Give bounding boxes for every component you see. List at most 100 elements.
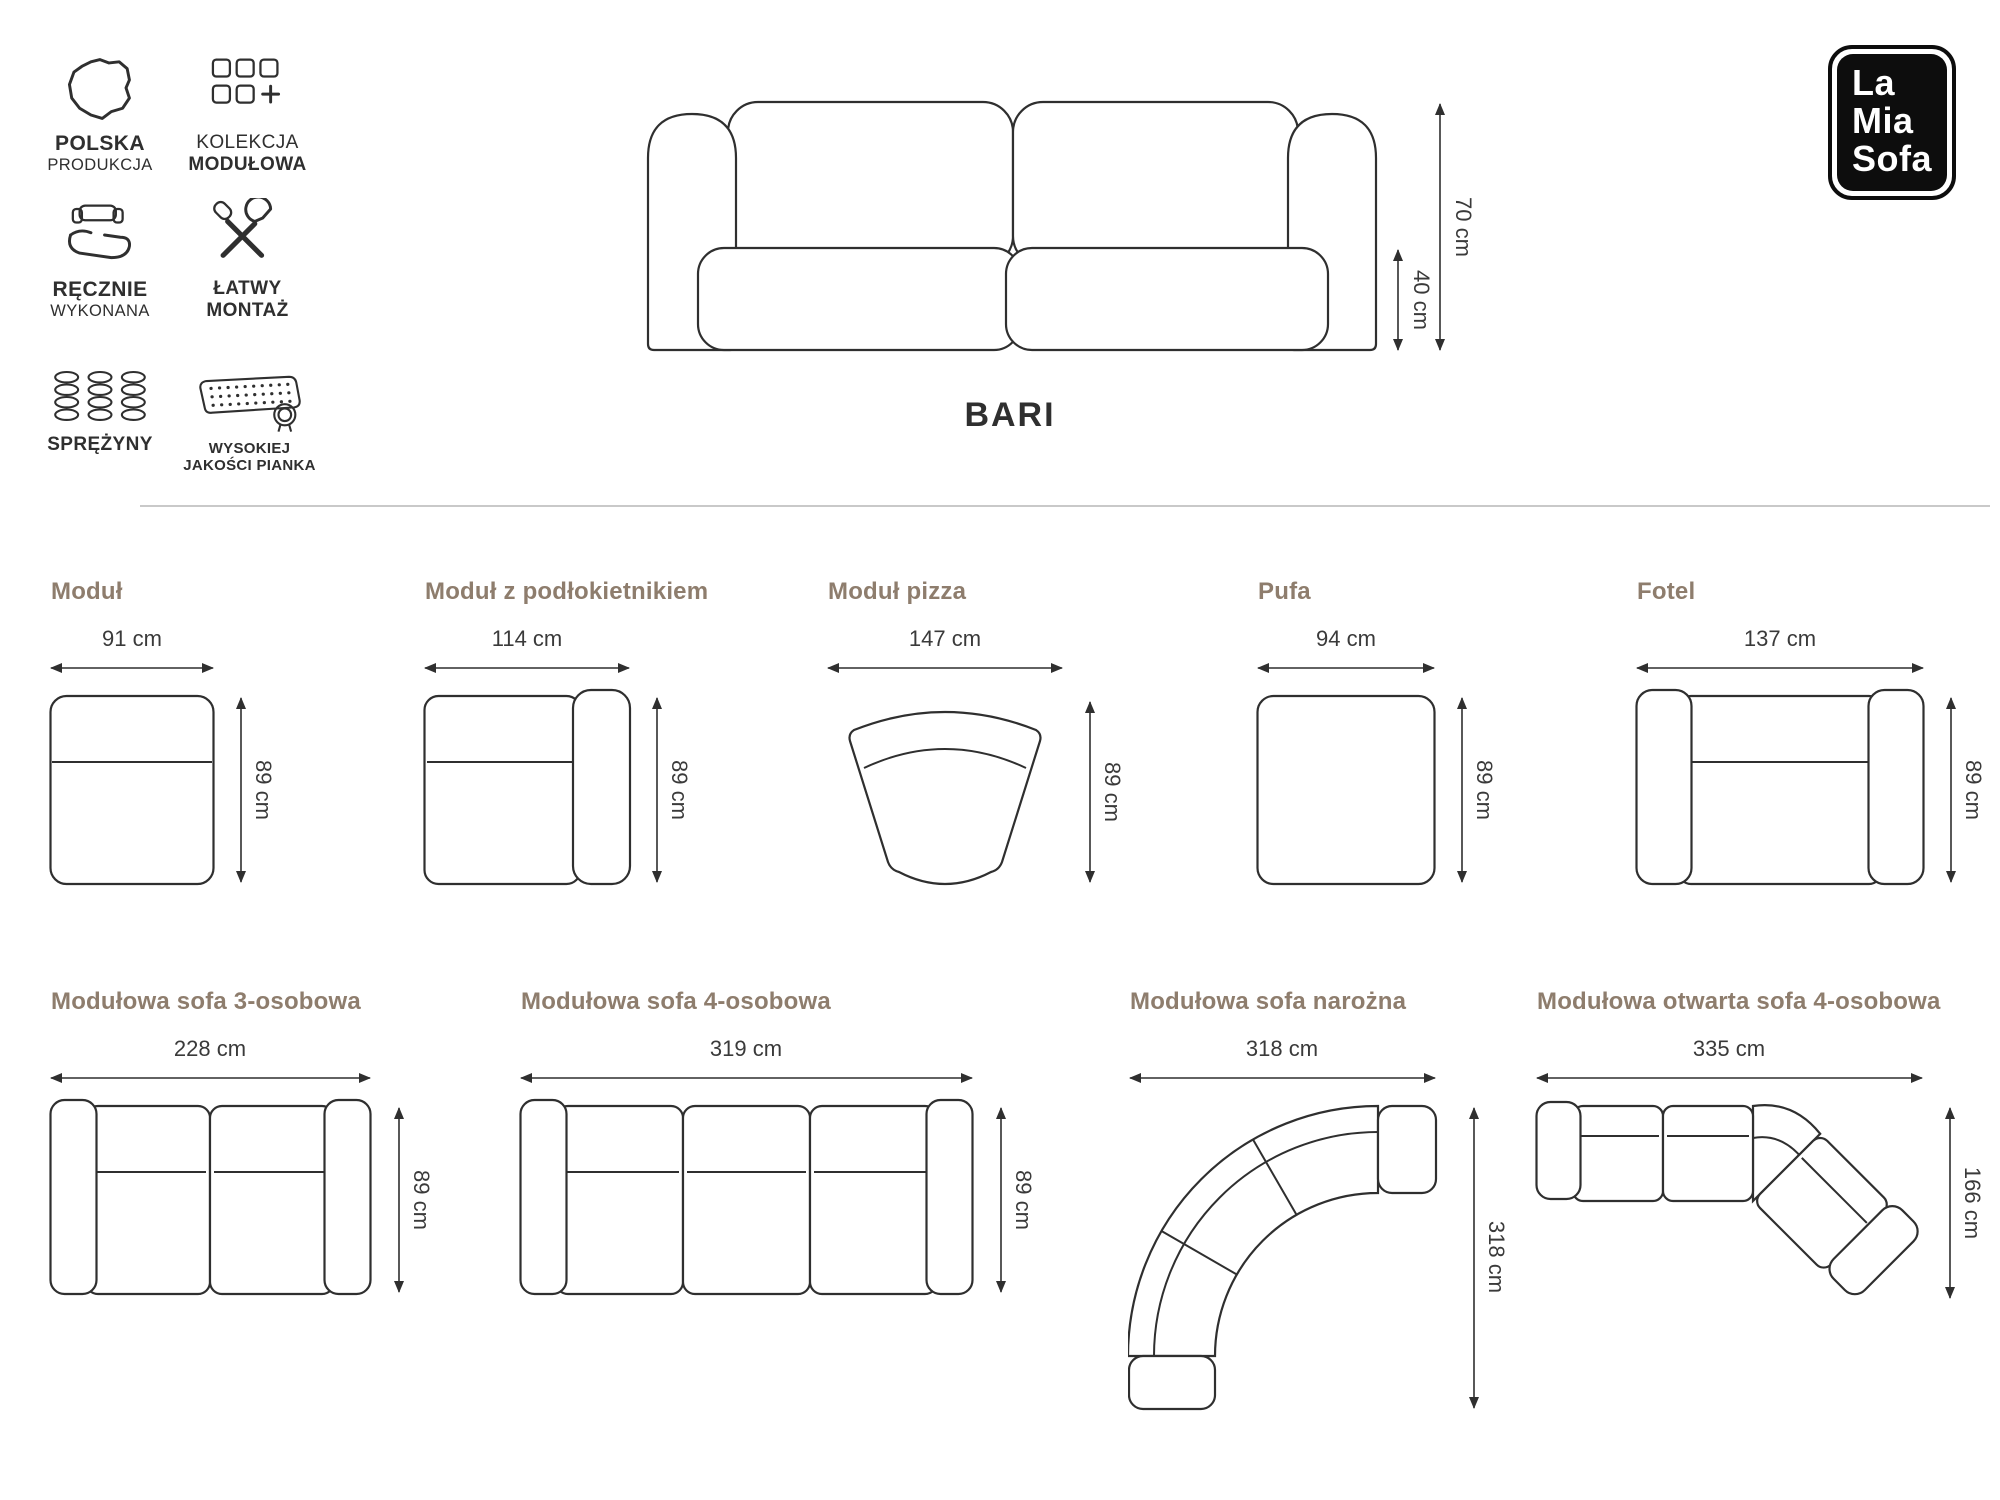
depth-label: 89 cm [1472,760,1497,820]
depth-dimension: 89 cm [236,697,276,883]
module-card-modul-pizza: Moduł pizza 147 cm 89 cm [826,578,1141,901]
seat-height-dimension: 40 cm [1393,249,1434,351]
corner-sofa-top-view-drawing [1126,1104,1438,1411]
width-label: 94 cm [1316,626,1376,651]
high-quality-foam-icon [198,375,301,432]
depth-label: 89 cm [1100,762,1125,822]
logo-line-3: Sofa [1852,137,1933,179]
end-module [1127,1354,1217,1411]
feature-recznie-wykonana: RĘCZNIE WYKONANA [25,198,175,321]
width-label: 318 cm [1246,1036,1318,1061]
module-card-pufa: Pufa 94 cm 89 cm [1256,578,1511,901]
armrest [571,688,632,886]
depth-dimension: 89 cm [1457,697,1497,883]
width-label: 335 cm [1693,1036,1765,1061]
depth-label: 318 cm [1484,1221,1509,1293]
config-title: Modułowa otwarta sofa 4-osobowa [1537,988,1941,1015]
depth-dimension: 89 cm [996,1107,1036,1293]
armrest [323,1098,372,1296]
width-dimension: 147 cm [827,626,1063,673]
modular-collection-icon [211,58,280,104]
depth-dimension: 89 cm [1946,697,1986,883]
width-label: 114 cm [492,626,563,651]
logo-line-1: La [1852,62,1896,103]
armrest [519,1098,568,1296]
easy-assembly-tools-icon [212,198,272,258]
depth-label: 89 cm [1011,1170,1036,1230]
feature-title: WYSOKIEJ [208,440,291,457]
module-top-view-drawing [1635,688,1925,886]
config-card-otwarta-sofa-4-osobowa: Modułowa otwarta sofa 4-osobowa 335 cm 1… [1535,988,1985,1331]
springs-icon [54,370,146,421]
module-card-fotel: Fotel 137 cm 89 cm [1635,578,2000,901]
config-title: Modułowa sofa 4-osobowa [521,988,831,1015]
config-card-sofa-4-osobowa: Modułowa sofa 4-osobowa 319 cm 89 cm [519,988,1054,1321]
armrest [1867,688,1925,886]
armrest [1635,688,1693,886]
feature-title: RĘCZNIE [52,278,148,301]
depth-label: 89 cm [1961,760,1986,820]
width-label: 91 cm [102,626,162,651]
product-title: BARI [964,396,1056,434]
total-height-label: 70 cm [1451,197,1476,257]
depth-dimension: 166 cm [1945,1107,1985,1299]
feature-title: KOLEKCJA [196,132,299,153]
module-top-view-drawing [848,710,1042,886]
depth-label: 89 cm [409,1170,434,1230]
brand-logo: La Mia Sofa [1828,45,1957,201]
armrest [925,1098,974,1296]
divider [140,505,1990,507]
module-title: Pufa [1258,578,1311,605]
feature-subtitle: MONTAŻ [206,300,289,321]
feature-subtitle: WYKONANA [50,302,150,320]
feature-polska-produkcja: POLSKA PRODUKCJA [25,52,175,175]
width-dimension: 228 cm [50,1036,371,1083]
width-dimension: 114 cm [424,626,630,673]
config-card-sofa-narozna: Modułowa sofa narożna 318 cm 318 cm [1126,988,1528,1451]
corner-wedge [1751,1104,1822,1204]
width-dimension: 137 cm [1636,626,1924,673]
total-height-dimension: 70 cm [1435,103,1476,351]
module-title: Moduł z podłokietnikiem [425,578,709,605]
width-label: 319 cm [710,1036,782,1061]
depth-dimension: 89 cm [394,1107,434,1293]
end-module [1376,1104,1438,1195]
module-top-view-drawing [423,688,632,886]
sofa-top-view-drawing [519,1098,974,1296]
armrest [49,1098,98,1296]
module-top-view-drawing [1256,694,1436,886]
feature-subtitle: PRODUKCJA [47,156,153,174]
width-dimension: 335 cm [1536,1036,1923,1083]
feature-title: ŁATWY [213,278,282,299]
width-label: 228 cm [174,1036,246,1061]
logo-line-2: Mia [1852,99,1914,141]
width-dimension: 94 cm [1257,626,1435,673]
depth-label: 89 cm [251,760,276,820]
width-dimension: 91 cm [50,626,214,673]
module-card-modul-z-podlokietnikiem: Moduł z podłokietnikiem 114 cm 89 cm [423,578,708,901]
depth-label: 166 cm [1960,1167,1985,1239]
sofa-top-view-drawing [49,1098,372,1296]
config-title: Modułowa sofa narożna [1130,988,1407,1015]
feature-subtitle: MODUŁOWA [188,154,307,175]
sofa-front-drawing [646,100,1378,352]
armrest [1535,1100,1582,1201]
width-label: 137 cm [1744,626,1816,651]
feature-title: SPRĘŻYNY [47,434,153,455]
feature-latwy-montaz: ŁATWY MONTAŻ [170,198,325,322]
feature-subtitle: JAKOŚCI PIANKA [183,457,316,474]
feature-kolekcja-modulowa: KOLEKCJA MODUŁOWA [170,52,325,176]
open-sofa-top-view-drawing [1535,1100,1919,1296]
module-title: Moduł pizza [828,578,967,605]
depth-dimension: 318 cm [1469,1107,1509,1409]
depth-dimension: 89 cm [1085,701,1125,883]
armrest [1828,1204,1919,1296]
config-title: Modułowa sofa 3-osobowa [51,988,361,1015]
module-title: Moduł [51,578,123,605]
handmade-icon [67,204,131,260]
feature-wysokiej-jakosci-pianka: WYSOKIEJ JAKOŚCI PIANKA [162,366,337,474]
module-card-modul: Moduł 91 cm 89 cm [49,578,289,901]
width-dimension: 319 cm [520,1036,973,1083]
width-label: 147 cm [909,626,981,651]
hero-sofa-front-view: 40 cm 70 cm [640,100,1485,367]
